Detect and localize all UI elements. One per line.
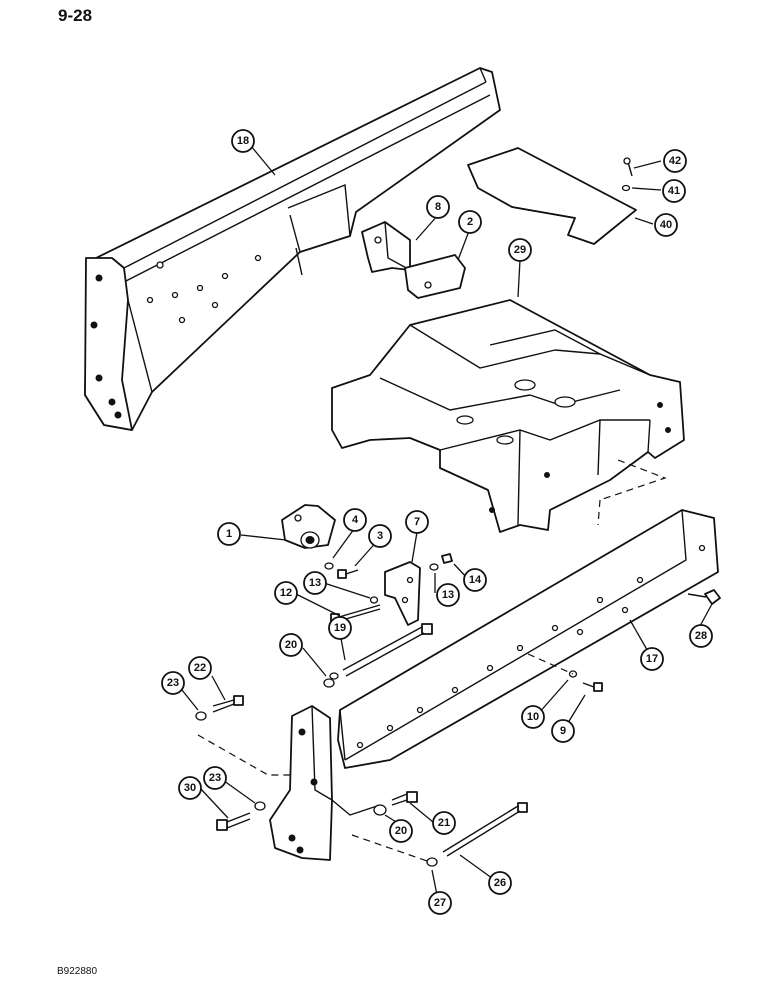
svg-text:8: 8	[435, 201, 441, 213]
svg-text:17: 17	[646, 653, 658, 665]
svg-text:14: 14	[469, 574, 482, 586]
plate-bracket-part	[384, 561, 421, 626]
figure-code: B922880	[57, 966, 98, 977]
lower-side-rail-part	[337, 509, 719, 769]
washer-part	[426, 857, 438, 867]
callout-40: 40	[654, 213, 678, 237]
callout-27: 27	[428, 891, 452, 915]
svg-text:10: 10	[527, 711, 539, 723]
washer-part	[254, 801, 266, 811]
callout-17: 17	[640, 647, 664, 671]
svg-text:1: 1	[226, 528, 232, 540]
callout-30: 30	[178, 776, 202, 800]
svg-text:23: 23	[167, 677, 179, 689]
front-plate-part	[269, 705, 333, 861]
mount-part	[281, 504, 336, 549]
svg-text:13: 13	[309, 577, 321, 589]
svg-text:18: 18	[237, 135, 249, 147]
svg-text:4: 4	[352, 514, 359, 526]
callout-9: 9	[551, 719, 575, 743]
svg-text:9: 9	[560, 725, 566, 737]
callout-28: 28	[689, 624, 713, 648]
washer-part	[195, 711, 207, 721]
page-number: 9-28	[58, 6, 93, 25]
svg-text:12: 12	[280, 587, 292, 599]
svg-text:41: 41	[668, 185, 680, 197]
bolt-part	[391, 791, 418, 806]
svg-text:7: 7	[414, 516, 420, 528]
callout-14: 14	[463, 568, 487, 592]
svg-text:23: 23	[209, 772, 221, 784]
callout-29: 29	[508, 238, 532, 262]
callout-23: 23	[161, 671, 185, 695]
svg-text:26: 26	[494, 877, 506, 889]
callout-21: 21	[432, 811, 456, 835]
callout-1: 1	[217, 522, 241, 546]
svg-text:42: 42	[669, 155, 681, 167]
callout-3: 3	[368, 524, 392, 548]
washer-part	[621, 184, 631, 192]
nut-part	[441, 553, 453, 564]
callout-13: 13	[436, 583, 460, 607]
callout-12: 12	[274, 581, 298, 605]
cover-plate-part	[467, 147, 637, 245]
callout-41: 41	[662, 179, 686, 203]
svg-text:40: 40	[660, 219, 672, 231]
callout-26: 26	[488, 871, 512, 895]
svg-text:29: 29	[514, 244, 526, 256]
bolt-part	[687, 589, 721, 605]
callout-7: 7	[405, 510, 429, 534]
callout-2: 2	[458, 210, 482, 234]
washer-part	[369, 596, 379, 604]
bolt-part	[212, 695, 244, 713]
svg-text:28: 28	[695, 630, 707, 642]
bolt-part	[216, 812, 251, 831]
svg-text:3: 3	[377, 530, 383, 542]
housing-part	[331, 299, 685, 533]
washer-part	[429, 563, 439, 571]
svg-text:21: 21	[438, 817, 450, 829]
svg-text:27: 27	[434, 897, 446, 909]
bolt-part	[337, 569, 359, 579]
callout-18: 18	[231, 129, 255, 153]
callout-4: 4	[343, 508, 367, 532]
callout-13: 13	[303, 571, 327, 595]
washer-part	[324, 562, 334, 570]
callout-8: 8	[426, 195, 450, 219]
svg-text:22: 22	[194, 662, 206, 674]
callout-22: 22	[188, 656, 212, 680]
svg-text:19: 19	[334, 622, 346, 634]
long-bolt-part	[342, 623, 433, 677]
bolt-part	[582, 682, 603, 692]
svg-text:20: 20	[395, 825, 407, 837]
long-bolt-part	[442, 802, 528, 857]
block-part	[404, 254, 466, 299]
screw-part	[623, 157, 633, 177]
svg-text:20: 20	[285, 639, 297, 651]
svg-text:2: 2	[467, 216, 473, 228]
callout-10: 10	[521, 705, 545, 729]
bracket-part	[361, 221, 411, 273]
callout-20: 20	[389, 819, 413, 843]
side-rail-part	[84, 67, 501, 431]
svg-text:13: 13	[442, 589, 454, 601]
callout-19: 19	[328, 616, 352, 640]
callout-42: 42	[663, 149, 687, 173]
washer-part	[323, 672, 339, 688]
svg-text:30: 30	[184, 782, 196, 794]
callout-23: 23	[203, 766, 227, 790]
callout-20: 20	[279, 633, 303, 657]
washer-part	[373, 804, 387, 816]
